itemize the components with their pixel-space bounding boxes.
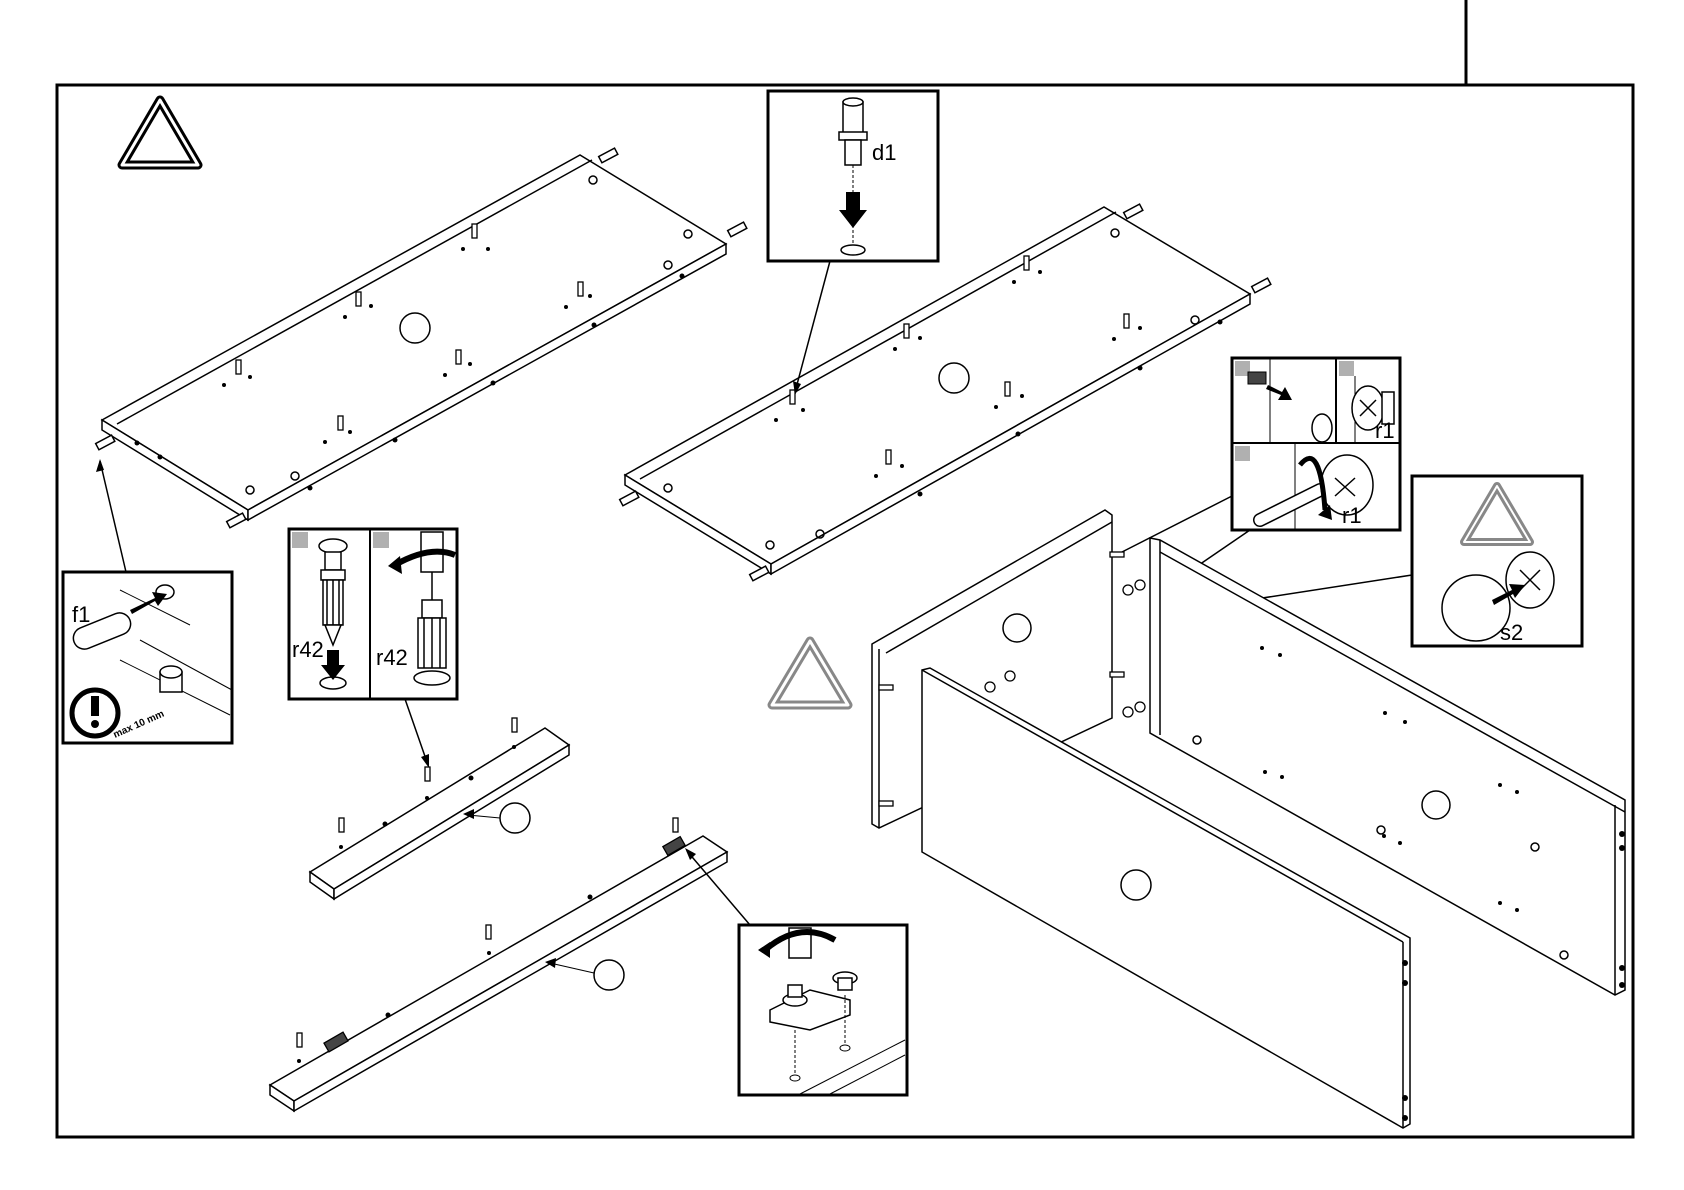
detail-box-s2: s2 [1412,476,1582,646]
leader-line-r1 [1122,496,1232,552]
label-f1: f1 [72,602,90,627]
detail-box-f1: f1 max 10 mm [63,459,232,743]
shelf-panel-left [102,155,726,520]
label-r1-b: r1 [1342,503,1362,528]
label-d1: d1 [872,140,896,165]
detail-box-r1: r1 r1 [1232,358,1400,530]
label-r42-a: r42 [292,637,324,662]
label-r42-b: r42 [376,645,408,670]
plinth-strip-short [310,728,569,899]
detail-box-r42: r42 r42 [289,529,457,768]
detail-box-bracket [739,925,907,1095]
label-r1-a: r1 [1375,418,1395,443]
exclamation-circle-icon [72,690,118,736]
warning-triangle-icon [772,641,848,705]
label-s2: s2 [1500,620,1523,645]
warning-triangle-icon [122,100,198,165]
